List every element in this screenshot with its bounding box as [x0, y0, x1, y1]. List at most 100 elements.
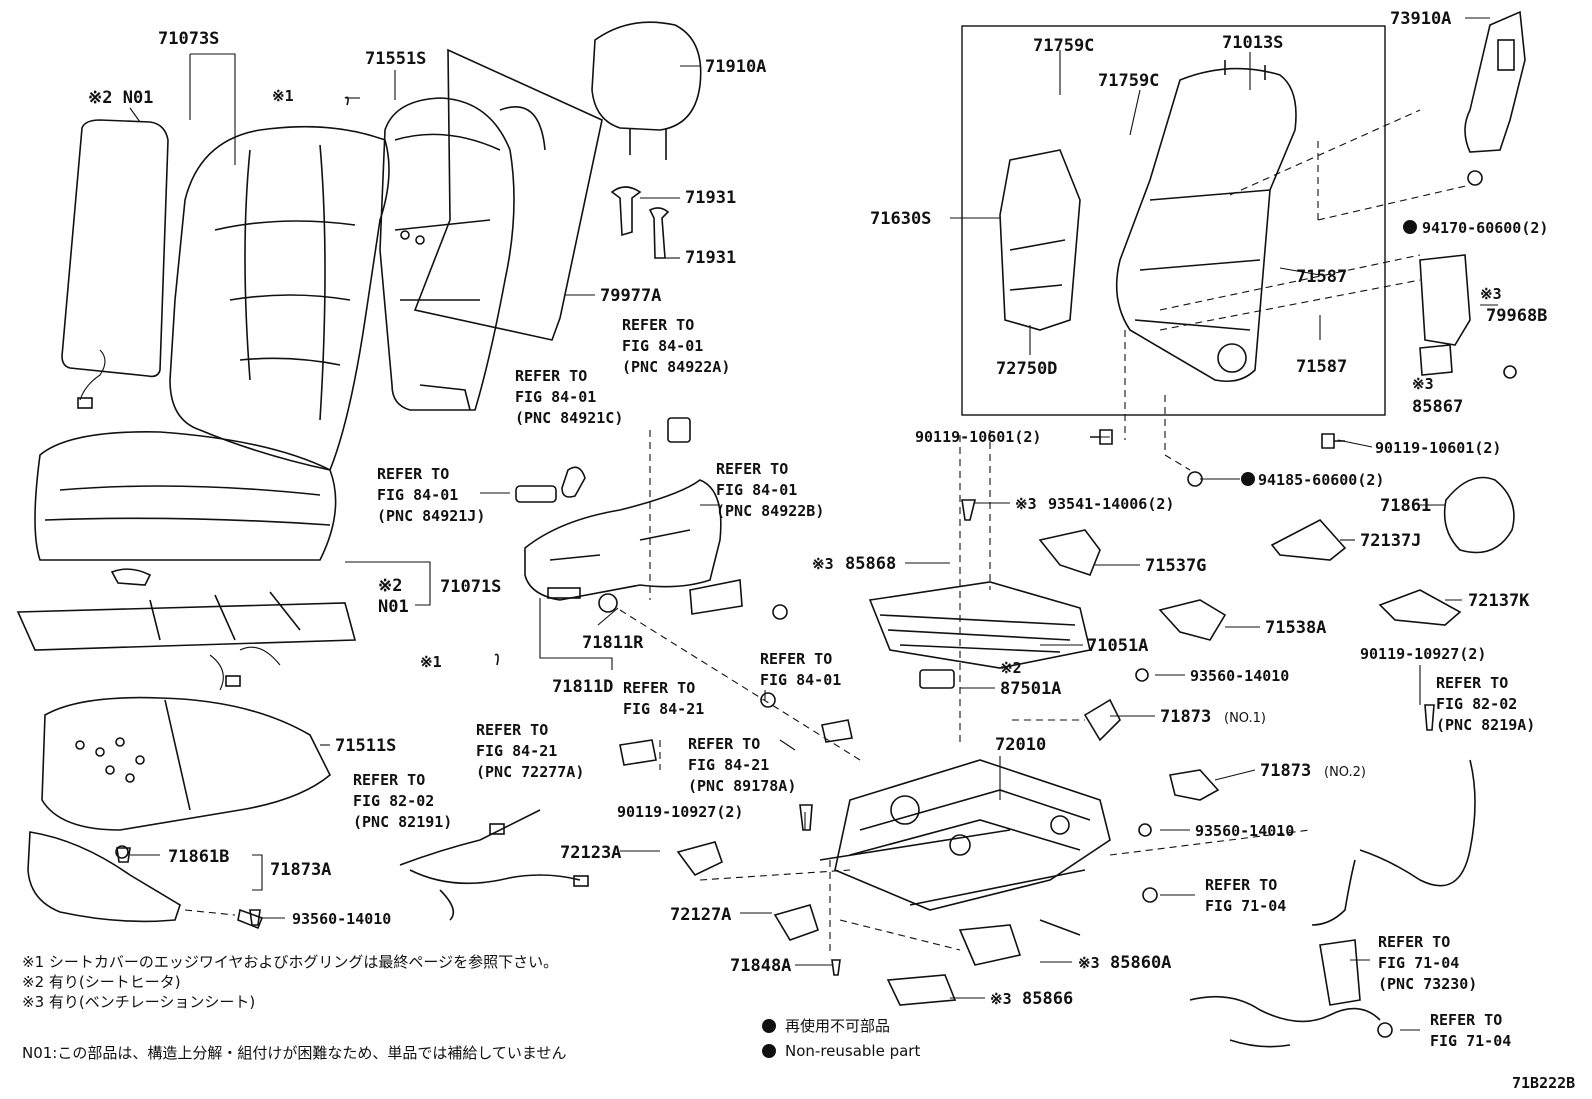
- label-71848A: 71848A: [730, 956, 791, 976]
- svg-text:REFER TO: REFER TO: [623, 679, 695, 697]
- svg-text:(PNC 72277A): (PNC 72277A): [476, 763, 584, 781]
- label-90119-10927-b: 90119-10927(2): [1360, 645, 1486, 663]
- svg-text:(PNC 89178A): (PNC 89178A): [688, 777, 796, 795]
- refer-r6: REFER TO FIG 84-21: [623, 679, 704, 718]
- label-71073S: 71073S: [158, 29, 219, 49]
- seatback-heater-pad-drawing: [61, 119, 169, 409]
- svg-text:REFER TO: REFER TO: [1378, 933, 1450, 951]
- label-73910A: 73910A: [1390, 9, 1451, 29]
- label-71873A: 71873A: [270, 860, 331, 880]
- legend: 再使用不可部品 Non-reusable part: [762, 1017, 920, 1060]
- svg-text:(PNC 84922B): (PNC 84922B): [716, 502, 824, 520]
- wire-harness-drawings: [399, 759, 1476, 1048]
- mark-3-85867: ※3: [1412, 375, 1434, 393]
- cushion-pad-drawing: [41, 696, 331, 831]
- label-72750D: 72750D: [996, 359, 1057, 379]
- svg-text:(PNC 84921J): (PNC 84921J): [377, 507, 485, 525]
- mark-1-a: ※1: [272, 87, 294, 105]
- label-71511S: 71511S: [335, 736, 396, 756]
- svg-text:REFER TO: REFER TO: [688, 735, 760, 753]
- refer-r9: REFER TO FIG 82-02 (PNC 82191): [353, 771, 452, 831]
- label-71587-b: 71587: [1296, 357, 1347, 377]
- svg-text:REFER TO: REFER TO: [760, 650, 832, 668]
- assembly-dashed-lines: [184, 109, 1471, 955]
- label-93560-c: 93560-14010: [1195, 822, 1294, 840]
- mark-3-85860: ※3: [1078, 954, 1100, 972]
- leader-lines: [129, 17, 1498, 1031]
- refer-r3: REFER TO FIG 84-01 (PNC 84921J): [377, 465, 485, 525]
- right-side-parts: [1419, 10, 1526, 376]
- svg-text:FIG 84-21: FIG 84-21: [476, 742, 557, 760]
- legend-en: Non-reusable part: [785, 1042, 920, 1060]
- label-71013S: 71013S: [1222, 33, 1283, 53]
- svg-text:REFER TO: REFER TO: [622, 316, 694, 334]
- footnote-n01: N01:この部品は、構造上分解・組付けが困難なため、単品では補給していません: [22, 1044, 566, 1062]
- svg-text:FIG 82-02: FIG 82-02: [353, 792, 434, 810]
- label-71910A: 71910A: [705, 57, 766, 77]
- label-85867: 85867: [1412, 397, 1463, 417]
- svg-text:FIG 84-01: FIG 84-01: [622, 337, 703, 355]
- footnote-1: ※1 シートカバーのエッジワイヤおよびホグリングは最終ページを参照下さい。: [22, 953, 558, 971]
- svg-text:FIG 84-01: FIG 84-01: [377, 486, 458, 504]
- label-71873-no2: 71873: [1260, 761, 1311, 781]
- label-90119-10601-b: 90119-10601(2): [1375, 439, 1501, 457]
- svg-text:(PNC 84921C): (PNC 84921C): [515, 409, 623, 427]
- label-71873-no1-suffix: (NO.1): [1224, 711, 1266, 726]
- svg-text:FIG 71-04: FIG 71-04: [1378, 954, 1459, 972]
- headrest-drawing: [591, 21, 702, 160]
- svg-text:FIG 84-21: FIG 84-21: [623, 700, 704, 718]
- svg-text:FIG 84-21: FIG 84-21: [688, 756, 769, 774]
- svg-text:(PNC 73230): (PNC 73230): [1378, 975, 1477, 993]
- label-79977A: 79977A: [600, 286, 661, 306]
- svg-text:REFER TO: REFER TO: [1436, 674, 1508, 692]
- refer-r5: REFER TO FIG 84-01: [760, 650, 841, 689]
- svg-text:FIG 71-04: FIG 71-04: [1430, 1032, 1511, 1050]
- svg-text:FIG 82-02: FIG 82-02: [1436, 695, 1517, 713]
- refer-r4: REFER TO FIG 84-01 (PNC 84922B): [716, 460, 824, 520]
- label-71811R: 71811R: [582, 633, 644, 653]
- legend-jp: 再使用不可部品: [785, 1017, 890, 1035]
- svg-text:(PNC 84922A): (PNC 84922A): [622, 358, 730, 376]
- label-85868: 85868: [845, 554, 896, 574]
- footnote-3: ※3 有り(ベンチレーションシート): [22, 993, 255, 1011]
- svg-text:FIG 84-01: FIG 84-01: [760, 671, 841, 689]
- svg-text:REFER TO: REFER TO: [1205, 876, 1277, 894]
- label-79968B: 79968B: [1486, 306, 1547, 326]
- svg-text:(PNC 8219A): (PNC 8219A): [1436, 716, 1535, 734]
- refer-to-labels: REFER TO FIG 84-01 (PNC 84922A) REFER TO…: [353, 316, 1535, 1050]
- svg-text:FIG 84-01: FIG 84-01: [515, 388, 596, 406]
- svg-text:REFER TO: REFER TO: [716, 460, 788, 478]
- label-85866: 85866: [1022, 989, 1073, 1009]
- refer-r8: REFER TO FIG 84-21 (PNC 89178A): [688, 735, 796, 795]
- label-71759C-b: 71759C: [1098, 71, 1159, 91]
- svg-text:REFER TO: REFER TO: [476, 721, 548, 739]
- svg-text:FIG 84-01: FIG 84-01: [716, 481, 797, 499]
- part-labels: 71073S ※2 N01 71551S ※1 71910A 71931 719…: [88, 9, 1548, 1009]
- label-71630S: 71630S: [870, 209, 931, 229]
- refer-r10: REFER TO FIG 82-02 (PNC 8219A): [1436, 674, 1535, 734]
- label-71051A: 71051A: [1087, 636, 1148, 656]
- label-90119-10601-a: 90119-10601(2): [915, 428, 1041, 446]
- label-85860A: 85860A: [1110, 953, 1171, 973]
- label-72137J: 72137J: [1360, 531, 1421, 551]
- side-shield-drawing: [524, 479, 722, 613]
- label-71873-no1: 71873: [1160, 707, 1211, 727]
- label-72123A: 72123A: [560, 843, 621, 863]
- label-n01-a: ※2 N01: [88, 88, 153, 108]
- non-reusable-mark-94185: [1241, 472, 1255, 486]
- switch-drawings: [515, 417, 743, 615]
- label-71811D: 71811D: [552, 677, 613, 697]
- non-reusable-mark-94170: [1403, 220, 1417, 234]
- mark-2-n01-b: ※2: [378, 576, 402, 596]
- label-71071S: 71071S: [440, 577, 501, 597]
- label-87501A: 87501A: [1000, 679, 1061, 699]
- mark-3-93541: ※3: [1015, 495, 1037, 513]
- label-93541: 93541-14006(2): [1048, 495, 1174, 513]
- svg-text:FIG 71-04: FIG 71-04: [1205, 897, 1286, 915]
- refer-r13: REFER TO FIG 71-04: [1430, 1011, 1511, 1050]
- seatback-cover-drawing: [169, 125, 390, 471]
- svg-text:REFER TO: REFER TO: [353, 771, 425, 789]
- headrest-guide-drawing: [610, 186, 670, 259]
- mark-1-b: ※1: [420, 653, 442, 671]
- svg-text:REFER TO: REFER TO: [1430, 1011, 1502, 1029]
